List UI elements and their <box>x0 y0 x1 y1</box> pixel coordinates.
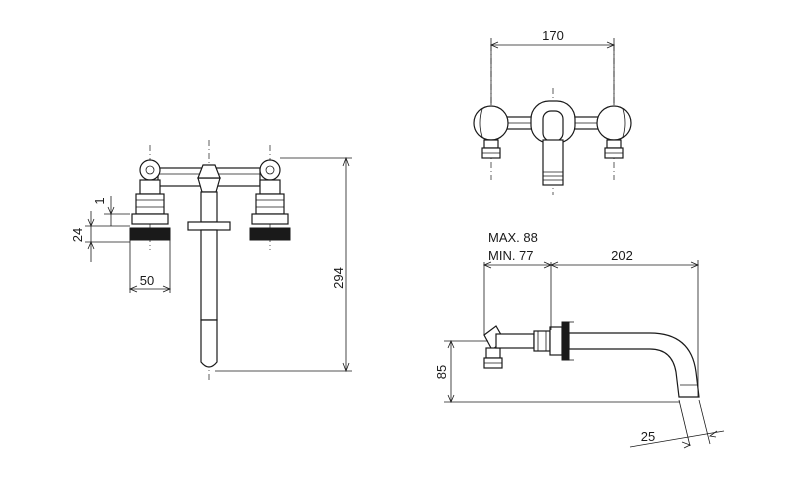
dim-height-total: 294 <box>215 156 352 373</box>
dim-label-170: 170 <box>542 28 564 43</box>
top-spout <box>530 100 576 186</box>
dim-spout-reach: 202 <box>549 248 700 397</box>
dim-centers: 170 <box>489 28 616 105</box>
left-valve-body <box>129 159 171 241</box>
front-spout <box>187 164 231 368</box>
side-view: MAX. 88 MIN. 77 202 85 <box>434 230 725 449</box>
dim-label-202: 202 <box>611 248 633 263</box>
dim-label-85: 85 <box>434 365 449 379</box>
side-spout <box>568 332 700 398</box>
dim-label-50: 50 <box>140 273 154 288</box>
top-right-handle <box>596 105 632 159</box>
dim-label-294: 294 <box>331 267 346 289</box>
dim-label-25: 25 <box>641 429 655 444</box>
dim-height: 85 <box>434 339 680 404</box>
dim-label-max: MAX. 88 <box>488 230 538 245</box>
dim-nut: 24 1 <box>70 196 130 262</box>
dim-spacing: 50 <box>128 240 172 293</box>
right-valve-body <box>249 159 291 241</box>
dim-label-1: 1 <box>92 197 107 204</box>
top-view: 170 <box>473 28 632 195</box>
top-left-handle <box>473 105 509 159</box>
dim-label-min: MIN. 77 <box>488 248 534 263</box>
dim-outlet: 25 <box>629 399 725 449</box>
front-view: 294 50 24 1 <box>70 140 352 382</box>
dim-wall <box>482 261 553 335</box>
side-valve-body <box>483 321 574 369</box>
dim-label-24: 24 <box>70 228 85 242</box>
